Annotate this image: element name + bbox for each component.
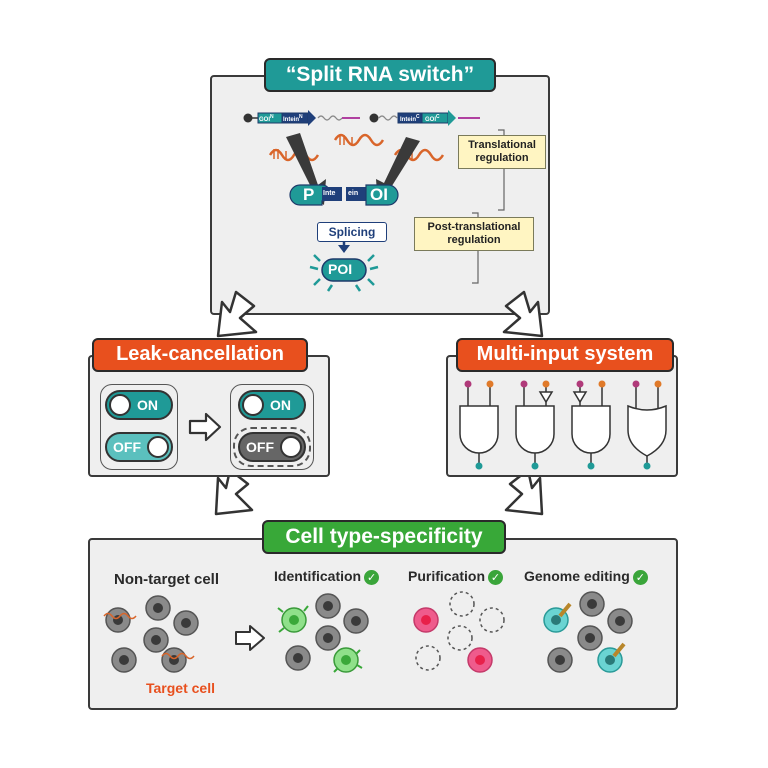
split-rna-switch-title-text: “Split RNA switch”	[285, 63, 475, 86]
toggle-on-right: ON	[238, 390, 306, 420]
leak-arrow	[188, 412, 222, 442]
cell-type-specificity-title-text: Cell type-specificity	[285, 525, 483, 548]
toggle-on-label: ON	[137, 397, 158, 413]
toggle-knob	[242, 394, 264, 416]
cells-arrow	[235, 625, 265, 651]
left-construct	[243, 110, 360, 126]
toggle-knob	[109, 394, 131, 416]
toggle-off-right: OFF	[238, 432, 306, 462]
split-rna-switch-title: “Split RNA switch”	[264, 58, 496, 92]
identification-label: Identification✓	[274, 568, 380, 585]
intein-right-label: ein	[348, 190, 359, 197]
toggle-off-label: OFF	[246, 439, 274, 455]
non-target-cells	[103, 595, 199, 673]
check-icon: ✓	[488, 569, 504, 585]
arrow-to-multi	[502, 290, 544, 338]
multi-input-title: Multi-input system	[456, 338, 674, 372]
intein-left-label: Inte	[323, 190, 336, 197]
bracket-translational	[498, 129, 505, 211]
and-gate-not-left	[571, 384, 611, 464]
toggle-on-left: ON	[105, 390, 173, 420]
target-cell-label: Target cell	[146, 680, 215, 696]
poi-fragment-right	[346, 184, 399, 206]
genome-editing-label: Genome editing✓	[524, 568, 648, 585]
purification-cells	[413, 591, 505, 673]
poi-right-label: OI	[370, 185, 388, 204]
gene-left-label-a: GOIN	[259, 114, 274, 123]
splicing-box: Splicing	[317, 222, 387, 242]
multi-input-title-text: Multi-input system	[476, 343, 654, 365]
check-icon: ✓	[632, 569, 648, 585]
gate-outputs	[475, 462, 651, 470]
and-gate-not-right	[515, 384, 555, 464]
leak-cancellation-title-text: Leak-cancellation	[116, 343, 284, 365]
splicing-label: Splicing	[328, 225, 376, 239]
leak-right-group	[230, 384, 314, 470]
cells-illustration	[103, 591, 633, 673]
logic-gates	[459, 380, 667, 470]
and-gate-1	[459, 384, 499, 464]
leak-left-group	[100, 384, 178, 470]
arrow-multi-to-cell	[504, 468, 544, 516]
translational-regulation-tag: Translational regulation	[458, 135, 546, 169]
toggle-knob	[280, 436, 302, 458]
purification-label: Purification✓	[408, 568, 504, 585]
right-construct	[369, 110, 480, 126]
check-icon: ✓	[364, 569, 380, 585]
split-switch-diagram	[243, 110, 505, 292]
or-gate	[627, 384, 667, 464]
toggle-knob	[147, 436, 169, 458]
toggle-off-label: OFF	[113, 439, 141, 455]
arrow-leak-to-cell	[214, 468, 254, 516]
poi-fragment-left	[289, 184, 342, 206]
poi-label: POI	[328, 261, 353, 277]
cell-type-specificity-title: Cell type-specificity	[262, 520, 506, 554]
gene-right-label-b: GOIC	[425, 114, 440, 123]
post-translational-regulation-tag: Post-translational regulation	[414, 217, 534, 251]
poi-burst	[309, 254, 379, 292]
toggle-off-left: OFF	[105, 432, 173, 462]
toggle-on-label: ON	[270, 397, 291, 413]
off-dashed-outline	[233, 427, 311, 467]
gene-left-label-b: InteinN	[283, 114, 303, 123]
poi-left-label: P	[303, 185, 315, 204]
poi-complete	[321, 258, 367, 282]
leak-cancellation-title: Leak-cancellation	[92, 338, 308, 372]
gene-right-label-a: InteinC	[400, 114, 420, 123]
gate-inputs	[464, 380, 662, 388]
arrow-to-leak	[216, 290, 258, 338]
genome-editing-cells	[543, 591, 633, 673]
identification-cells	[277, 593, 369, 673]
non-target-cell-label: Non-target cell	[114, 571, 220, 588]
